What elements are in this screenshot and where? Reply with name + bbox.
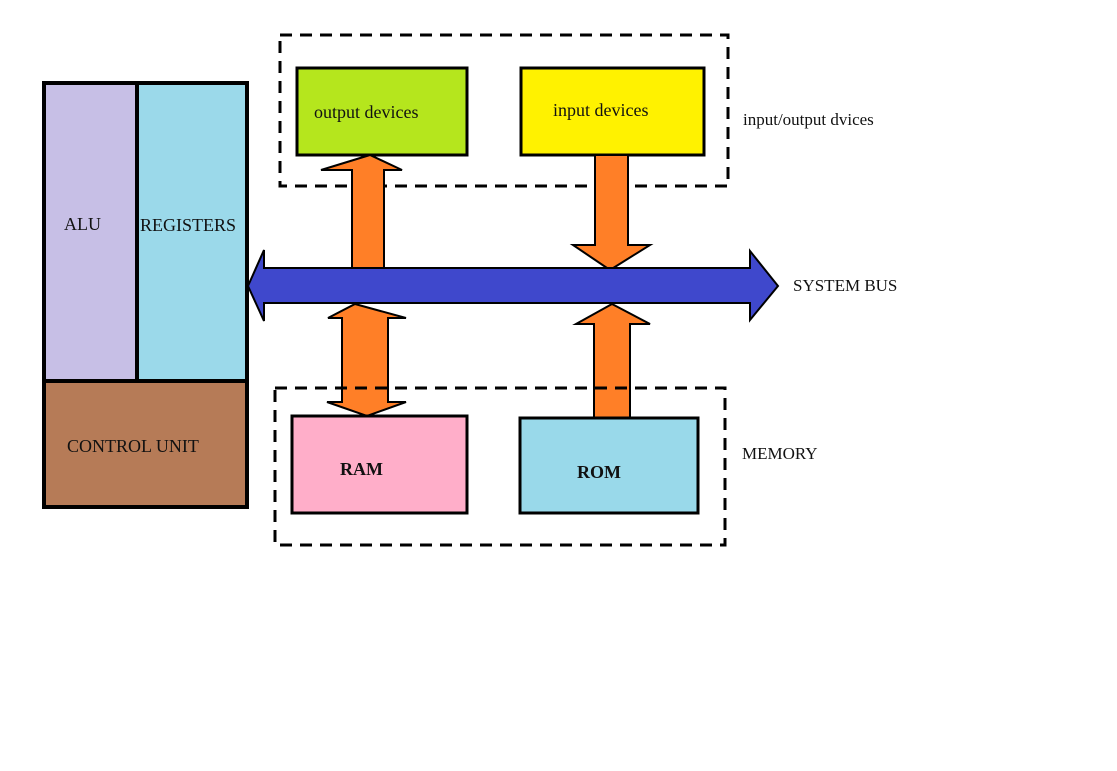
output-devices-label: output devices xyxy=(314,102,418,122)
bus-to-output-arrow xyxy=(320,153,403,269)
registers-block xyxy=(135,81,249,383)
io-group-label: input/output dvices xyxy=(743,110,874,129)
bus-ram-bidirectional-arrow xyxy=(326,302,407,418)
rom-to-bus-arrow xyxy=(572,302,651,419)
ram-block xyxy=(290,414,469,515)
output-devices-block xyxy=(295,66,469,157)
system-bus-label: SYSTEM BUS xyxy=(793,276,897,295)
alu-label: ALU xyxy=(64,214,101,234)
memory-group-boundary xyxy=(273,386,727,547)
control-unit-label: CONTROL UNIT xyxy=(67,436,199,456)
alu-block xyxy=(42,81,139,383)
registers-label: REGISTERS xyxy=(140,215,236,235)
system-bus-arrow xyxy=(246,248,780,323)
input-devices-label: input devices xyxy=(553,100,648,120)
rom-block xyxy=(518,416,700,515)
ram-label: RAM xyxy=(340,459,383,479)
rom-label: ROM xyxy=(577,462,621,482)
memory-group-label: MEMORY xyxy=(742,444,818,463)
input-to-bus-arrow xyxy=(569,154,654,272)
io-group-boundary xyxy=(278,33,730,188)
control-unit-block xyxy=(42,379,249,509)
